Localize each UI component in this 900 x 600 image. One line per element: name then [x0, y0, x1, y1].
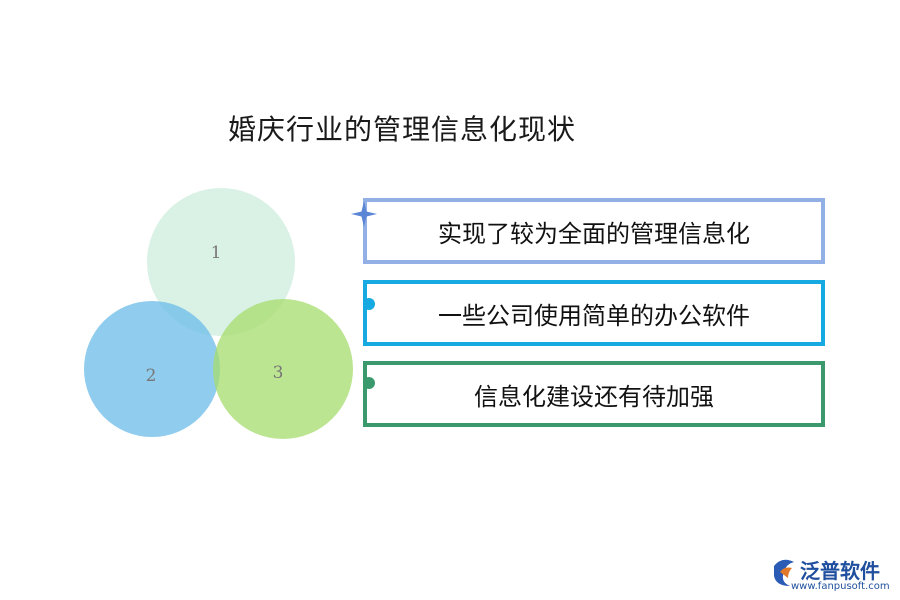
status-item-2: 一些公司使用简单的办公软件 — [363, 280, 825, 346]
logo-name: 泛普软件 — [800, 559, 880, 583]
star-icon — [351, 201, 377, 227]
venn-label-3: 3 — [273, 363, 284, 383]
status-item-3-text: 信息化建设还有待加强 — [474, 382, 714, 411]
dot-icon-2 — [363, 298, 375, 310]
status-item-2-text: 一些公司使用简单的办公软件 — [438, 301, 750, 330]
dot-icon-3 — [363, 377, 375, 389]
venn-label-2: 2 — [146, 366, 157, 386]
status-item-3: 信息化建设还有待加强 — [363, 361, 825, 427]
venn-circle-3 — [213, 299, 353, 439]
venn-circle-1 — [147, 188, 295, 336]
logo-url: www.fanpusoft.com — [791, 581, 890, 592]
venn-label-1: 1 — [211, 243, 222, 263]
status-item-1: 实现了较为全面的管理信息化 — [363, 198, 825, 264]
status-item-1-text: 实现了较为全面的管理信息化 — [438, 219, 750, 248]
fanpu-logo-icon — [774, 559, 794, 586]
venn-circle-2 — [84, 301, 220, 437]
page-title: 婚庆行业的管理信息化现状 — [228, 113, 577, 146]
